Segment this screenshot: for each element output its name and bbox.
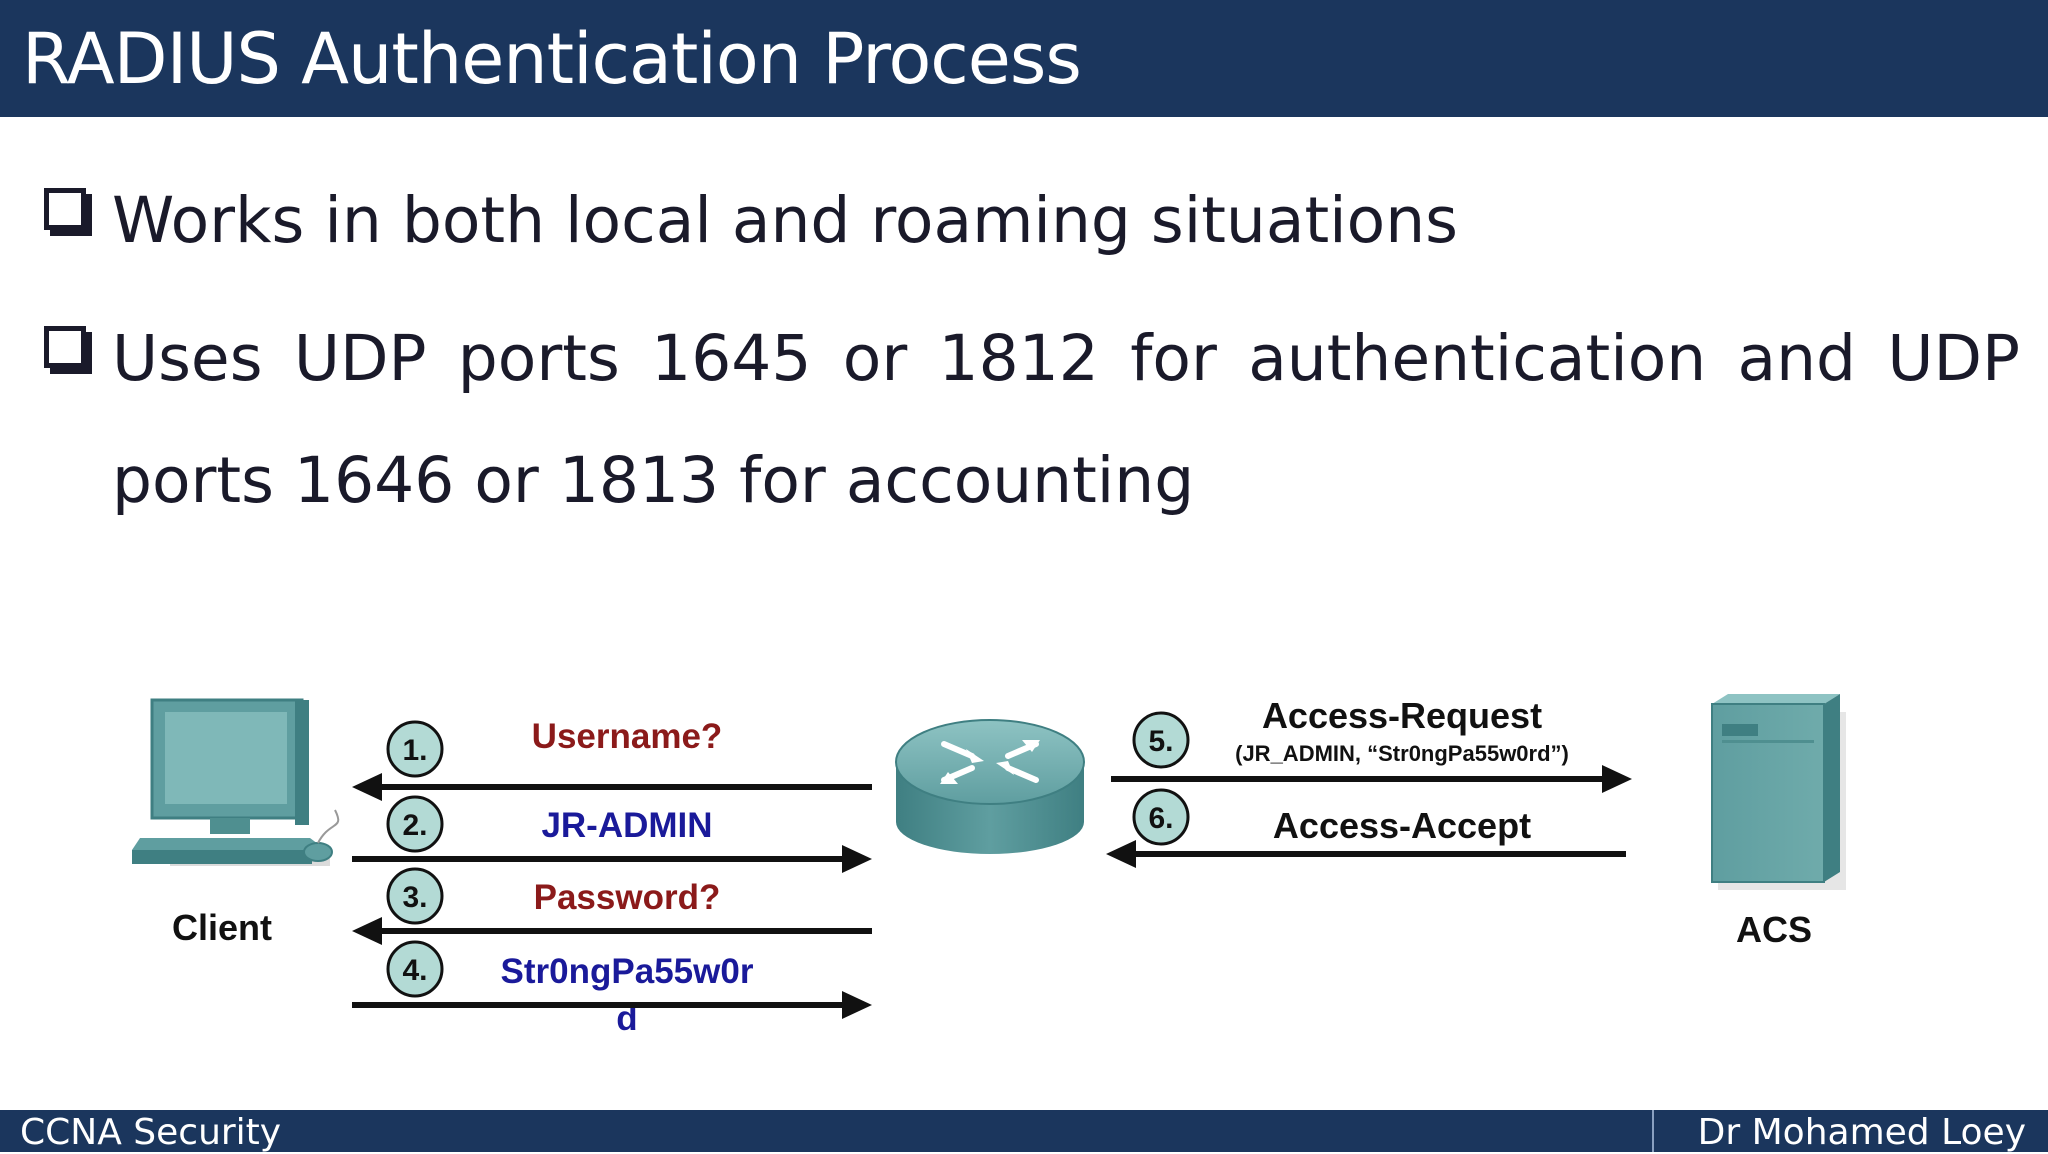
step-label: JR-ADMIN: [541, 806, 712, 845]
footer-author: Dr Mohamed Loey: [1697, 1112, 2026, 1153]
acs-label: ACS: [1736, 909, 1812, 950]
step-4: 4. Str0ngPa55w0r d: [352, 940, 872, 1038]
step-label: Username?: [532, 717, 723, 756]
bullet-text-1: Works in both local and roaming situatio…: [112, 184, 1458, 257]
step-label: Access-Request: [1262, 695, 1542, 736]
step-label-wrap: d: [616, 999, 637, 1038]
arrow-head: [842, 845, 872, 873]
footer-divider: [1652, 1110, 1654, 1152]
footer-bar: CCNA Security Dr Mohamed Loey: [0, 1110, 2048, 1153]
step-number: 2.: [402, 809, 427, 842]
footer-course: CCNA Security: [20, 1112, 282, 1153]
step-badge: [386, 720, 444, 778]
step-number: 6.: [1148, 802, 1173, 835]
step-1: 1. Username?: [352, 717, 872, 801]
step-number: 5.: [1148, 725, 1173, 758]
step-badge: [386, 795, 444, 853]
acs-server-icon: [1711, 694, 1846, 890]
step-2: 2. JR-ADMIN: [352, 795, 872, 873]
step-badge: [386, 867, 444, 925]
step-3: 3. Password?: [352, 867, 872, 945]
arrow-head: [352, 773, 382, 801]
client-computer-icon: [132, 698, 340, 866]
step-label: Str0ngPa55w0r: [501, 952, 754, 991]
arrow-head: [1602, 765, 1632, 793]
bullet-item-2: Uses UDP ports 1645 or 1812 for authenti…: [40, 298, 2020, 542]
slide-title: RADIUS Authentication Process: [22, 18, 1082, 100]
router-icon: [895, 719, 1085, 854]
step-badge: [1132, 788, 1190, 846]
bullet-item-1: Works in both local and roaming situatio…: [40, 160, 2020, 282]
step-number: 3.: [402, 881, 427, 914]
step-sublabel: (JR_ADMIN, “Str0ngPa55w0rd”): [1235, 741, 1569, 766]
client-label: Client: [172, 907, 272, 948]
arrow-head: [1106, 840, 1136, 868]
step-badge: [386, 940, 444, 998]
step-label: Password?: [534, 878, 721, 917]
checkbox-bullet-icon: [44, 326, 86, 368]
title-bar: RADIUS Authentication Process: [0, 0, 2048, 117]
step-6: 6. Access-Accept: [1106, 788, 1626, 868]
step-number: 4.: [402, 954, 427, 987]
step-badge: [1132, 711, 1190, 769]
step-label: Access-Accept: [1273, 805, 1531, 846]
bullet-text-2: Uses UDP ports 1645 or 1812 for authenti…: [112, 322, 2020, 517]
step-5: 5. Access-Request (JR_ADMIN, “Str0ngPa55…: [1111, 695, 1632, 793]
bullet-list: Works in both local and roaming situatio…: [40, 160, 2020, 542]
arrow-head: [842, 991, 872, 1019]
arrow-head: [352, 917, 382, 945]
step-number: 1.: [402, 734, 427, 767]
checkbox-bullet-icon: [44, 188, 86, 230]
